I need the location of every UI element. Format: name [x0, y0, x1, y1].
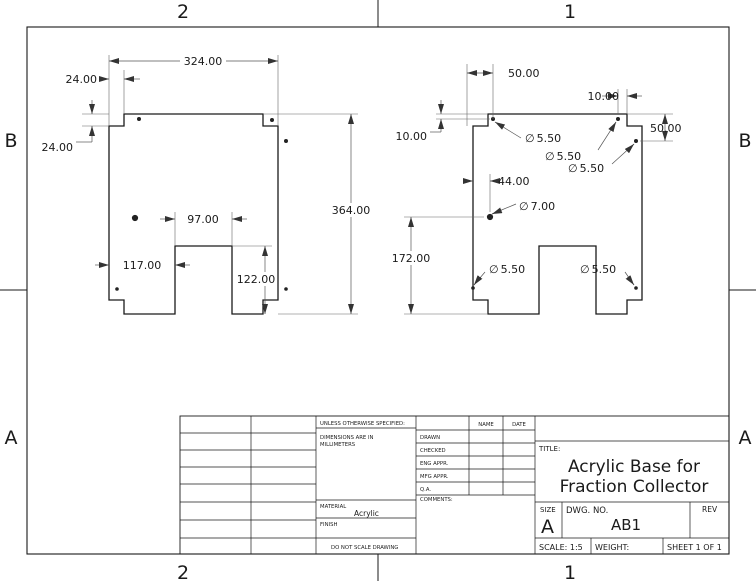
dwg-no-label: DWG. NO. [566, 506, 608, 516]
callout-hole-bottom-left: ∅5.50 [489, 263, 525, 276]
zone-labels: 2 1 2 1 B A B A [4, 1, 751, 581]
zone-left-a: A [5, 427, 18, 449]
rev-label: REV [702, 505, 718, 514]
dim-hole-y-right: 50.00 [650, 122, 682, 135]
dim-hole-x: 50.00 [508, 67, 540, 80]
row-drawn: DRAWN [420, 435, 440, 441]
dim-slot-width: 97.00 [187, 213, 219, 226]
zone-top-2: 2 [177, 1, 189, 23]
dim-notch-width: 24.00 [66, 73, 98, 86]
dim-center-x: 44.00 [498, 175, 530, 188]
zone-bottom-1: 1 [564, 562, 576, 581]
zone-right-b: B [738, 130, 751, 152]
drawing-title-line-1: Acrylic Base for [568, 457, 700, 477]
front-view-holes [115, 117, 288, 291]
dim-center-y: 172.00 [392, 252, 431, 265]
callout-hole-3: ∅5.50 [568, 162, 604, 175]
size-value: A [541, 516, 554, 538]
callout-hole-2: ∅5.50 [545, 150, 581, 163]
zone-top-1: 1 [564, 1, 576, 23]
zone-left-b: B [4, 130, 17, 152]
front-view: 324.00 24.00 24.00 364.00 97.00 117.00 [42, 54, 372, 315]
zone-right-a: A [739, 427, 752, 449]
weight-label: WEIGHT: [595, 543, 629, 552]
dim-slot-height: 122.00 [237, 273, 276, 286]
dim-hole-x-right: 10.00 [588, 90, 620, 103]
material-label: MATERIAL [320, 504, 346, 510]
name-header: NAME [478, 422, 494, 428]
row-mfg-appr: MFG APPR. [420, 474, 449, 480]
row-checked: CHECKED [420, 448, 446, 454]
title-label: TITLE: [538, 445, 560, 453]
hole-view-outline [472, 113, 643, 315]
drawing-title-line-2: Fraction Collector [560, 477, 709, 497]
date-header: DATE [512, 422, 526, 428]
dim-height: 364.00 [332, 204, 371, 217]
zone-bottom-2: 2 [177, 562, 189, 581]
row-qa: Q.A. [420, 487, 431, 493]
callout-hole-1: ∅5.50 [525, 132, 561, 145]
hole-view-holes [471, 117, 638, 290]
scale-label: SCALE: 1:5 [539, 543, 583, 552]
dim-slot-offset: 117.00 [123, 259, 162, 272]
do-not-scale-note: DO NOT SCALE DRAWING [331, 545, 398, 551]
dim-notch-height: 24.00 [42, 141, 74, 154]
title-block: UNLESS OTHERWISE SPECIFIED: NAME DATE DI… [179, 415, 730, 555]
material-value: Acrylic [354, 509, 379, 518]
dims-note-line-1: DIMENSIONS ARE IN [320, 435, 374, 441]
dwg-no-value: AB1 [611, 516, 641, 534]
dim-hole-y: 10.00 [396, 130, 428, 143]
row-comments: COMMENTS: [420, 497, 453, 503]
finish-label: FINISH [320, 522, 337, 528]
unless-specified-label: UNLESS OTHERWISE SPECIFIED: [320, 421, 405, 427]
dims-note-line-2: MILLIMETERS [320, 442, 356, 448]
dim-width: 324.00 [184, 55, 223, 68]
size-label: SIZE [540, 506, 556, 514]
row-eng-appr: ENG APPR. [420, 461, 449, 467]
callout-center-hole: ∅7.00 [519, 200, 555, 213]
callout-hole-bottom-right: ∅5.50 [580, 263, 616, 276]
sheet-label: SHEET 1 OF 1 [667, 543, 722, 552]
hole-view: 50.00 10.00 10.00 50.00 ∅5.50 ∅5.50 ∅5.5… [389, 64, 682, 315]
